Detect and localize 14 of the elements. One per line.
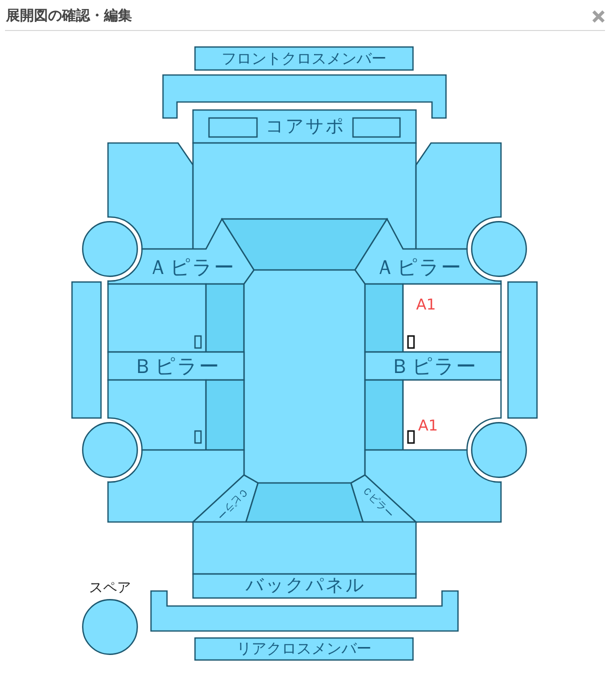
dialog-title: 展開図の確認・編集 (6, 9, 132, 24)
part-label: コアサポ (264, 118, 346, 136)
part-label: Ａピラー (147, 257, 236, 277)
part-label: バックパネル (244, 577, 366, 595)
part-label: スペア (89, 581, 131, 595)
part-label: Ｃピラー (359, 485, 395, 521)
part-label: Ｃピラー (214, 485, 250, 521)
part-label: リアクロスメンバー (236, 642, 372, 656)
part-label: フロントクロスメンバー (222, 51, 386, 66)
damage-code-label: A1 (416, 298, 436, 312)
part-label: Ａピラー (374, 257, 463, 277)
part-label: Ｂピラー (132, 356, 221, 376)
damage-code-label: A1 (418, 418, 438, 434)
part-label: Ｂピラー (389, 356, 478, 376)
